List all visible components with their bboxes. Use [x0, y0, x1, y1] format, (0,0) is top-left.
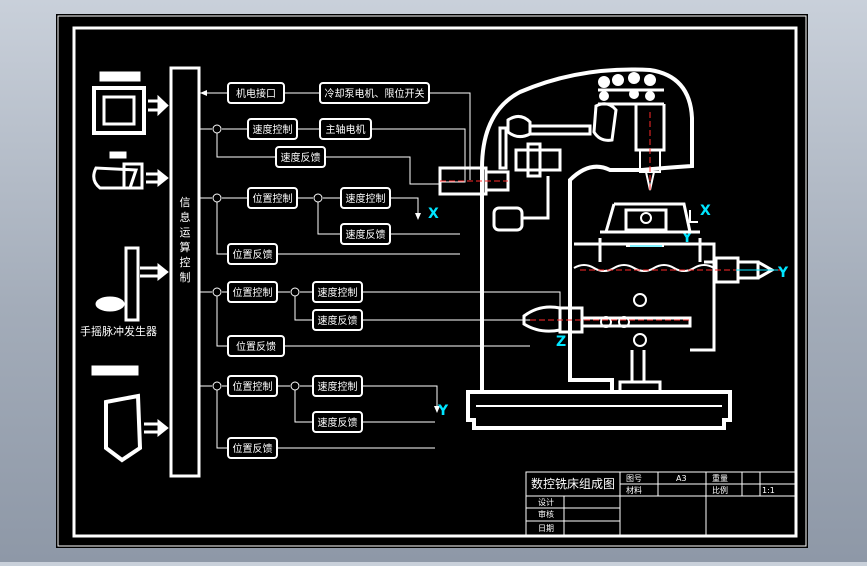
block-speed-control-z-label: 速度控制 — [318, 286, 358, 299]
axis-label-z: Z — [556, 334, 566, 350]
controller-char-3: 运 — [180, 226, 191, 239]
tape-reader-icon — [92, 151, 169, 190]
block-speed-control-spindle-label: 速度控制 — [253, 123, 293, 136]
title-block-rows: 设计 审核 日期 — [538, 497, 554, 533]
block-speed-feedback-x: 速度反馈 — [340, 223, 391, 245]
block-speed-control-x: 速度控制 — [340, 187, 391, 209]
crt-display-icon — [92, 71, 169, 135]
block-speed-control-y: 速度控制 — [312, 375, 363, 397]
title-block-cell-6: 1:1 — [762, 486, 775, 495]
axis-label-x-table: X — [700, 203, 711, 219]
operator-panel-icon — [91, 365, 169, 463]
title-block-cell-2: A3 — [676, 474, 687, 483]
block-position-control-x: 位置控制 — [247, 187, 298, 209]
title-block-row-3: 日期 — [538, 524, 554, 533]
axis-label-y-table: Y — [681, 230, 693, 246]
controller-bar — [169, 66, 201, 478]
lead-screw — [573, 264, 715, 272]
controller-char-4: 算 — [180, 240, 191, 254]
block-speed-control-x-label: 速度控制 — [346, 192, 386, 205]
block-position-feedback-z-label: 位置反馈 — [236, 340, 276, 353]
title-block-cell-1: 图号 — [626, 474, 642, 483]
block-coolant-motor: 冷却泵电机、限位开关 — [319, 82, 430, 104]
title-block-row-2: 审核 — [538, 509, 554, 519]
signal-arrows — [200, 90, 440, 413]
title-block-cell-4: 材料 — [626, 485, 642, 495]
block-speed-feedback-x-label: 速度反馈 — [346, 228, 386, 241]
block-relay-interface: 机电接口 — [227, 82, 285, 104]
handwheel-label: 手摇脉冲发生器 — [80, 324, 157, 338]
controller-label: 信 息 运 算 控 制 — [180, 196, 191, 284]
block-speed-control-y-label: 速度控制 — [318, 380, 358, 393]
block-position-feedback-z: 位置反馈 — [227, 335, 285, 357]
handwheel-pulse-generator-icon — [95, 246, 169, 322]
axis-labels: X Y X Y Y Z — [428, 203, 789, 419]
block-speed-feedback-y: 速度反馈 — [312, 411, 363, 433]
axis-label-x-left: X — [428, 206, 439, 222]
block-relay-interface-label: 机电接口 — [236, 87, 276, 100]
block-position-feedback-x: 位置反馈 — [227, 243, 278, 265]
block-position-control-x-label: 位置控制 — [253, 192, 293, 205]
summing-junctions — [212, 124, 323, 391]
block-coolant-motor-label: 冷却泵电机、限位开关 — [325, 87, 425, 100]
block-speed-feedback-y-label: 速度反馈 — [318, 416, 358, 429]
title-block-title: 数控铣床组成图 — [531, 476, 615, 491]
motion-arrows — [630, 245, 778, 271]
block-position-control-z-label: 位置控制 — [233, 286, 273, 299]
title-block — [525, 471, 797, 537]
machine-base — [466, 390, 732, 430]
block-speed-feedback-spindle-label: 速度反馈 — [281, 151, 321, 164]
title-block-row-1: 设计 — [538, 497, 554, 507]
block-speed-control-spindle: 速度控制 — [247, 118, 298, 140]
title-block-cell-5: 比例 — [712, 485, 728, 495]
drawing-sheet — [56, 14, 808, 548]
machine-column — [480, 67, 694, 392]
controller-char-2: 息 — [180, 210, 191, 224]
block-spindle-motor: 主轴电机 — [319, 118, 372, 140]
controller-char-5: 控 — [180, 255, 191, 269]
block-position-feedback-x-label: 位置反馈 — [233, 248, 273, 261]
block-spindle-motor-label: 主轴电机 — [326, 123, 366, 136]
inner-frame — [72, 26, 798, 538]
block-position-control-y: 位置控制 — [227, 375, 278, 397]
controller-char-1: 信 — [180, 196, 191, 209]
controller-char-6: 制 — [180, 271, 191, 284]
axis-label-y-right: Y — [777, 265, 789, 281]
title-block-cells: 图号 A3 重量 材料 比例 1:1 — [626, 473, 775, 495]
block-speed-feedback-spindle: 速度反馈 — [275, 146, 326, 168]
title-block-cell-3: 重量 — [712, 473, 728, 483]
outer-frame — [57, 15, 807, 547]
block-position-control-z: 位置控制 — [227, 281, 278, 303]
work-table — [600, 202, 700, 234]
block-speed-feedback-z-label: 速度反馈 — [318, 314, 358, 327]
block-position-feedback-y: 位置反馈 — [227, 437, 278, 459]
block-position-control-y-label: 位置控制 — [233, 380, 273, 393]
block-position-feedback-y-label: 位置反馈 — [233, 442, 273, 455]
block-speed-feedback-z: 速度反馈 — [312, 309, 363, 331]
axis-label-y-left: Y — [437, 403, 449, 419]
block-speed-control-z: 速度控制 — [312, 281, 363, 303]
